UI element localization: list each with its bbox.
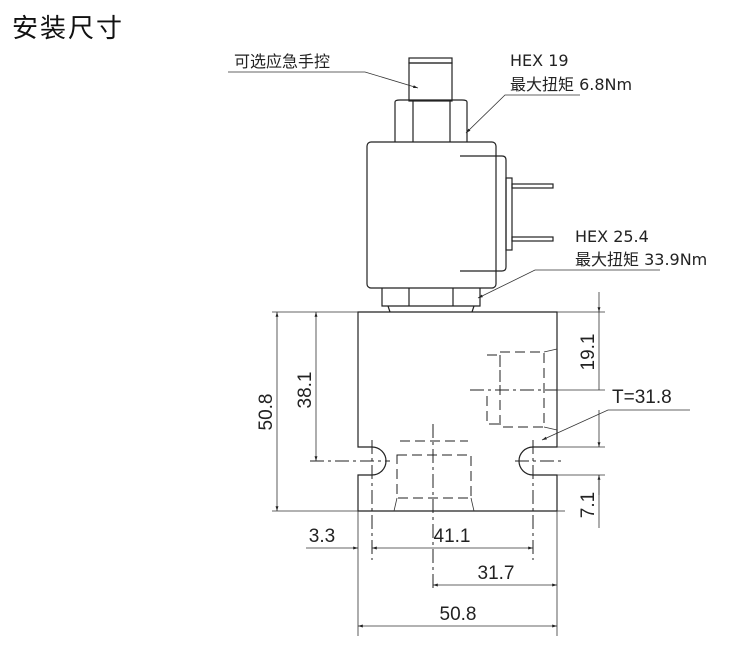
torque1-label: 最大扭矩 6.8Nm — [510, 75, 632, 94]
page-title: 安装尺寸 — [12, 14, 125, 44]
dim-height-mount: 38.1 — [295, 372, 316, 409]
thickness-label: T=31.8 — [612, 387, 672, 408]
hex19-label: HEX 19 — [510, 51, 569, 70]
dim-height-total: 50.8 — [256, 394, 277, 431]
dim-port-height-value: 19.1 — [578, 334, 599, 371]
hex-nut-19 — [394, 99, 468, 142]
hex-nut-25 — [381, 288, 481, 313]
manual-override-label: 可选应急手控 — [234, 52, 330, 71]
coil-body — [366, 141, 554, 289]
dim-slot-pitch: 41.1 — [434, 526, 471, 547]
manifold-block — [357, 311, 558, 512]
manual-override-knob — [408, 57, 453, 102]
slot-centerlines — [310, 440, 565, 560]
dim-port-offset: 31.7 — [478, 563, 515, 584]
dim-slot-offset: 3.3 — [309, 526, 335, 547]
side-port — [470, 348, 558, 431]
leaders — [228, 71, 690, 441]
torque2-label: 最大扭矩 33.9Nm — [575, 250, 707, 269]
bottom-port — [393, 424, 475, 590]
dim-slot-bottom: 7.1 — [578, 492, 599, 518]
dimension-lines — [272, 292, 605, 636]
dim-width-total: 50.8 — [440, 604, 477, 625]
hex25-label: HEX 25.4 — [575, 227, 649, 246]
